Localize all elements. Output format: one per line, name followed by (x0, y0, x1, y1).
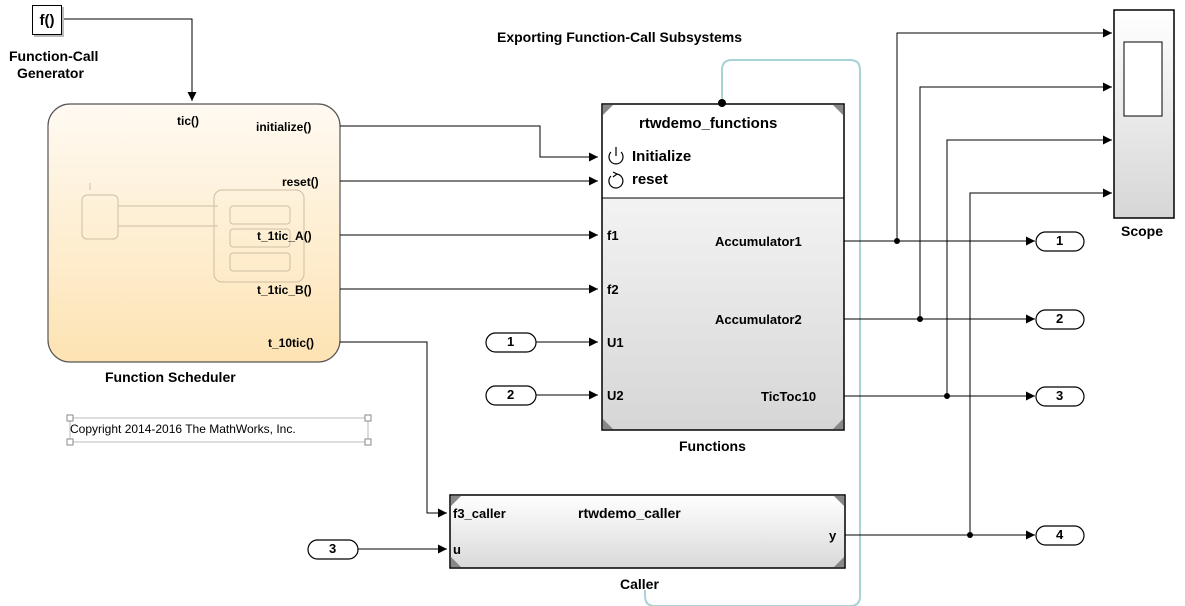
function-trigger-port[interactable] (718, 99, 726, 107)
scope-branch-3 (946, 135, 1112, 396)
functions-output-tictoc10: TicToc10 (761, 389, 817, 404)
inport-3-label: 3 (329, 541, 337, 556)
caller-subsystem[interactable] (449, 494, 846, 569)
branch-point (967, 532, 973, 538)
chart-preview (81, 183, 305, 283)
function-scheduler-name: Function Scheduler (105, 369, 236, 385)
functions-header-area (603, 105, 843, 198)
scheduler-output-reset: reset() (282, 175, 319, 189)
functions-input-u1: U1 (607, 335, 624, 350)
function-connector-line (644, 59, 861, 606)
fcg-name-line2: Generator (17, 65, 84, 81)
copyright-annotation[interactable]: Copyright 2014-2016 The MathWorks, Inc. (70, 422, 296, 436)
inport-1-label: 1 (507, 334, 515, 349)
scheduler-output-t10tic: t_10tic() (268, 336, 315, 350)
branch-point (917, 316, 923, 322)
scope-name: Scope (1121, 223, 1164, 239)
function-call-generator-block[interactable]: f() (32, 5, 62, 35)
functions-reset-label: reset (632, 171, 668, 188)
caller-title: rtwdemo_caller (578, 505, 681, 521)
reset-icon (608, 171, 624, 189)
functions-output-accumulator1: Accumulator1 (715, 234, 802, 249)
branch-point (944, 393, 950, 399)
fcg-name-line1: Function-Call (9, 48, 99, 64)
inport-2-label: 2 (507, 387, 515, 402)
caller-input-u: u (453, 542, 461, 557)
outport-1[interactable] (1035, 231, 1085, 252)
outport-4[interactable] (1035, 525, 1085, 546)
caller-input-f3-caller: f3_caller (453, 506, 506, 521)
scope-branch-1 (896, 28, 1112, 241)
scope-branch-4 (969, 188, 1112, 535)
scheduler-output-initialize: initialize() (256, 120, 312, 134)
power-icon (608, 147, 624, 165)
scope-branch-2 (919, 82, 1112, 319)
functions-input-f2: f2 (607, 282, 619, 297)
caller-corner-marks (451, 496, 844, 567)
functions-corner-marks (603, 105, 843, 429)
scheduler-output-t1tic-a: t_1tic_A() (257, 229, 312, 243)
caller-output-y: y (829, 528, 837, 543)
branch-point (894, 238, 900, 244)
functions-input-u2: U2 (607, 388, 624, 403)
functions-output-accumulator2: Accumulator2 (715, 312, 802, 327)
fcg-signal-line (60, 18, 197, 101)
initialize-signal-line (340, 125, 598, 162)
copyright-selection-box (66, 414, 372, 446)
functions-initialize-label: Initialize (632, 148, 692, 165)
scheduler-output-t1tic-b: t_1tic_B() (257, 283, 312, 297)
scheduler-input-tic: tic() (177, 114, 199, 128)
outport-3[interactable] (1035, 386, 1085, 407)
function-scheduler-chart[interactable] (47, 103, 341, 363)
outport-1-label: 1 (1056, 233, 1064, 248)
diagram-title: Exporting Function-Call Subsystems (497, 29, 743, 45)
outport-3-label: 3 (1056, 388, 1064, 403)
caller-name: Caller (620, 576, 659, 592)
t10tic-signal-line (340, 341, 447, 518)
scope-screen-icon (1123, 41, 1163, 117)
functions-title: rtwdemo_functions (639, 115, 778, 132)
outport-2[interactable] (1035, 309, 1085, 330)
functions-input-f1: f1 (607, 228, 619, 243)
functions-name: Functions (679, 438, 746, 454)
outport-2-label: 2 (1056, 311, 1064, 326)
outport-4-label: 4 (1056, 527, 1064, 542)
